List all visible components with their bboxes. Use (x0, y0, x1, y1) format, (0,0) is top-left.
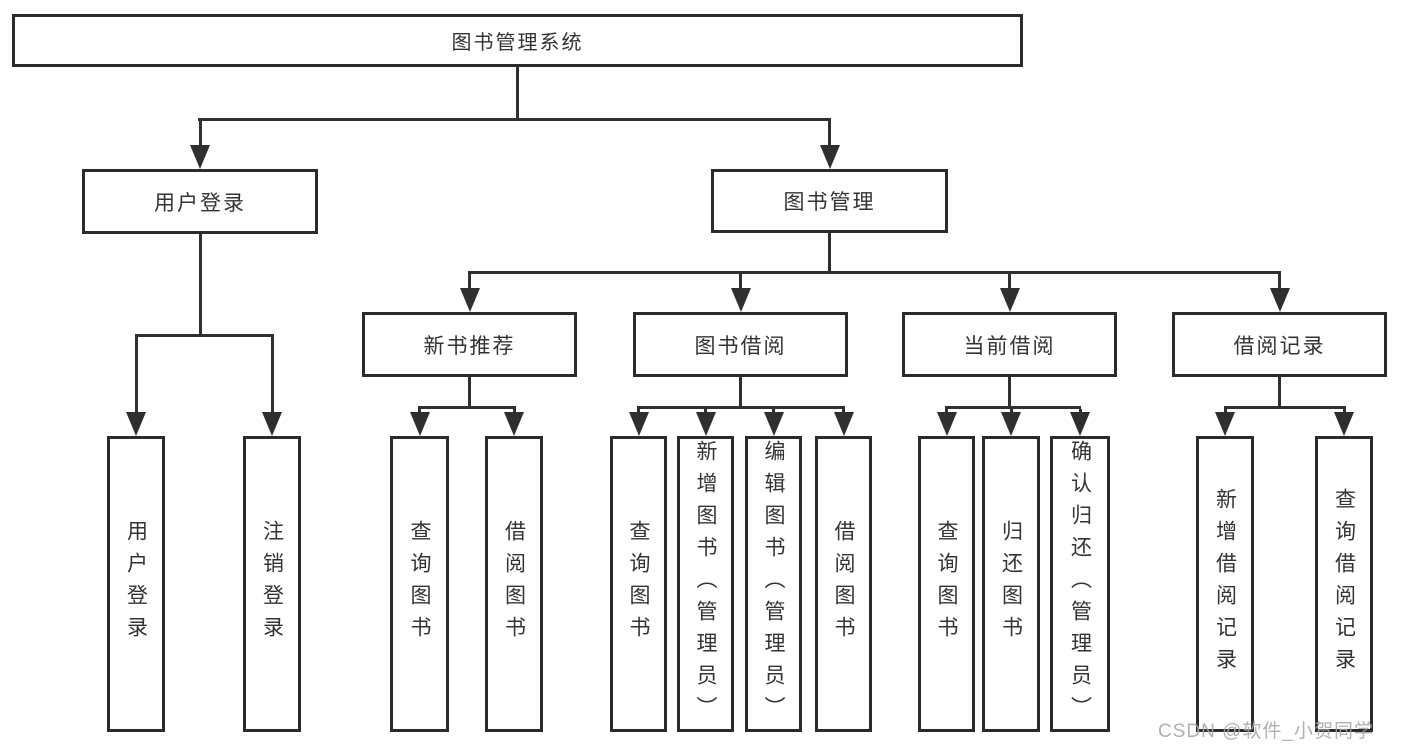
edge-arrow-to-borrow-records (1269, 274, 1290, 312)
arrow-down-icon (190, 145, 210, 169)
edge-arrow-to-leaf (1070, 409, 1090, 436)
csdn-watermark: CSDN @软件_小贺同学 (1158, 721, 1374, 742)
edge-user-login-trunk (198, 234, 202, 337)
node-label: 用户登录 (154, 191, 246, 215)
edge-arrow-to-leaf (1334, 409, 1354, 436)
leaf-label: 查询图书 (935, 520, 958, 648)
edge-book-management-branch (468, 271, 1281, 274)
edge-arrow-to-book-borrow (730, 274, 751, 312)
leaf-confirm-return-admin: 确认归还（管理员） (1050, 436, 1110, 732)
leaf-label: 查询借阅记录 (1332, 488, 1356, 680)
arrow-down-icon (504, 412, 524, 436)
edge-current-borrow-trunk (1008, 377, 1011, 409)
leaf-query-borrow-record: 查询借阅记录 (1315, 436, 1373, 732)
leaf-add-borrow-record: 新增借阅记录 (1196, 436, 1254, 732)
edge-new-book-branch (418, 406, 516, 409)
node-new-book-recommend: 新书推荐 (362, 312, 577, 377)
arrow-down-icon (1269, 288, 1290, 312)
edge-arrow-to-leaf (936, 409, 957, 436)
arrow-down-icon (936, 412, 957, 436)
edge-arrow-to-leaf (126, 337, 146, 436)
leaf-borrow-books: 借阅图书 (485, 436, 543, 732)
arrow-down-icon (1070, 412, 1090, 436)
leaf-label: 用户登录 (124, 520, 148, 648)
arrow-down-icon (409, 412, 430, 436)
edge-arrow-to-leaf (262, 337, 282, 436)
node-current-borrow: 当前借阅 (902, 312, 1117, 377)
arrow-down-icon (833, 412, 854, 436)
leaf-label: 查询图书 (408, 520, 431, 648)
arrow-down-icon (763, 412, 784, 436)
edge-arrow-to-leaf (1215, 409, 1235, 436)
leaf-add-books-admin: 新增图书（管理员） (677, 436, 734, 732)
arrow-down-icon (819, 145, 840, 169)
node-label: 借阅记录 (1233, 334, 1326, 358)
node-library-management-system: 图书管理系统 (12, 14, 1023, 67)
edge-arrow-to-leaf (409, 409, 430, 436)
node-label: 当前借阅 (963, 334, 1056, 358)
arrow-down-icon (695, 412, 716, 436)
node-label: 图书管理 (783, 191, 876, 214)
node-borrow-records: 借阅记录 (1172, 312, 1387, 377)
edge-book-management-trunk (828, 233, 831, 274)
node-label: 图书借阅 (694, 334, 787, 358)
edge-new-book-trunk (468, 377, 471, 409)
leaf-query-books: 查询图书 (390, 436, 449, 732)
node-user-login: 用户登录 (82, 169, 318, 234)
edge-arrow-to-leaf (763, 409, 784, 436)
edge-arrow-to-book-management (819, 121, 840, 169)
edge-arrow-to-leaf (628, 409, 649, 436)
leaf-label: 借阅图书 (832, 520, 855, 648)
node-book-borrow: 图书借阅 (633, 312, 848, 377)
leaf-edit-books-admin: 编辑图书（管理员） (745, 436, 802, 732)
node-label: 新书推荐 (423, 334, 516, 358)
leaf-label: 新增借阅记录 (1213, 488, 1237, 680)
leaf-label: 注销登录 (260, 520, 284, 648)
arrow-down-icon (1001, 412, 1021, 436)
edge-user-login-branch (134, 334, 274, 337)
leaf-label: 编辑图书（管理员） (762, 440, 785, 728)
edge-book-borrow-branch (637, 406, 845, 409)
edge-arrow-to-leaf (1001, 409, 1021, 436)
leaf-query-books: 查询图书 (918, 436, 975, 732)
leaf-query-books: 查询图书 (610, 436, 667, 732)
arrow-down-icon (262, 412, 282, 436)
leaf-borrow-books: 借阅图书 (815, 436, 872, 732)
node-book-management: 图书管理 (711, 169, 948, 233)
edge-root-trunk (516, 66, 519, 121)
arrow-down-icon (999, 288, 1020, 312)
edge-root-branch (198, 118, 831, 121)
edge-arrow-to-current-borrow (999, 274, 1020, 312)
leaf-label: 查询图书 (627, 520, 650, 648)
arrow-down-icon (1215, 412, 1235, 436)
leaf-label: 借阅图书 (502, 520, 526, 648)
edge-book-borrow-trunk (739, 377, 742, 409)
edge-arrow-to-new-book-recommend (459, 274, 480, 312)
arrow-down-icon (1334, 412, 1354, 436)
arrow-down-icon (628, 412, 649, 436)
arrow-down-icon (126, 412, 146, 436)
leaf-label: 新增图书（管理员） (694, 440, 717, 728)
arrow-down-icon (459, 288, 480, 312)
node-label: 图书管理系统 (451, 32, 584, 54)
edge-current-borrow-branch (945, 406, 1081, 409)
leaf-user-login: 用户登录 (107, 436, 165, 732)
leaf-return-books: 归还图书 (982, 436, 1040, 732)
leaf-label: 确认归还（管理员） (1068, 440, 1092, 728)
edge-arrow-to-leaf (695, 409, 716, 436)
leaf-logout: 注销登录 (243, 436, 301, 732)
edge-arrow-to-leaf (504, 409, 524, 436)
leaf-label: 归还图书 (999, 520, 1023, 648)
edge-arrow-to-user-login (190, 121, 210, 169)
arrow-down-icon (730, 288, 751, 312)
edge-borrow-records-trunk (1278, 377, 1281, 409)
edge-borrow-records-branch (1223, 406, 1346, 409)
edge-arrow-to-leaf (833, 409, 854, 436)
